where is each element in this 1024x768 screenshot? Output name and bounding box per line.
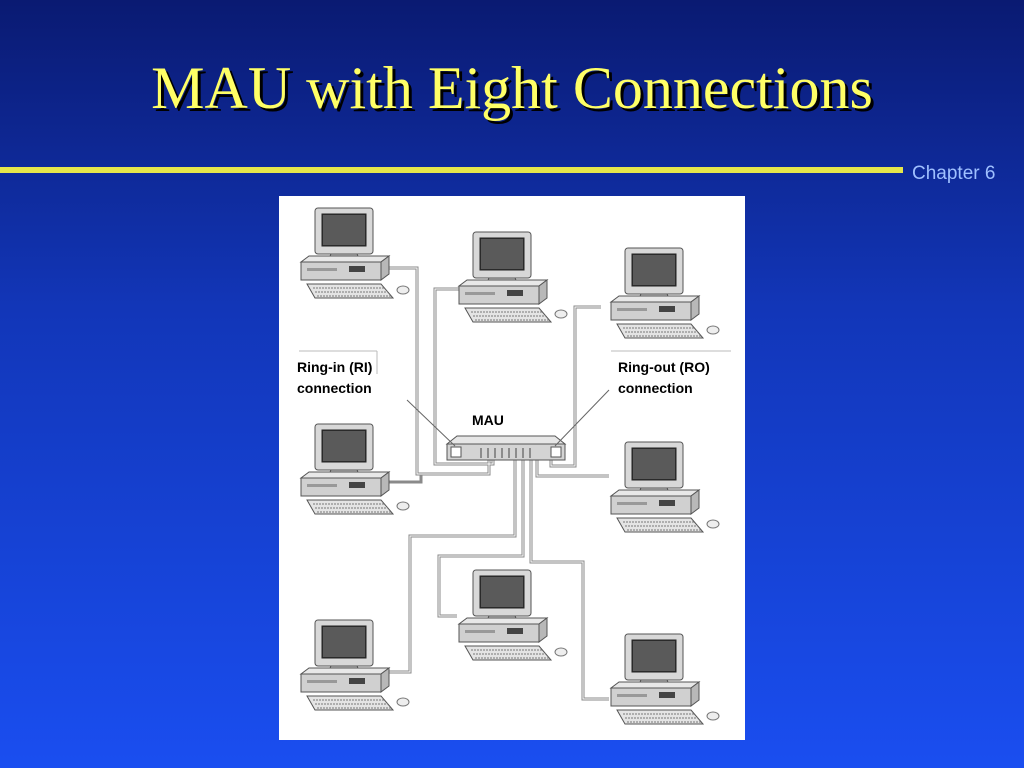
computer-icon: [610, 441, 720, 533]
computer-icon: [610, 247, 720, 339]
computer-icon: [300, 207, 410, 299]
ring-in-label-line1: Ring-in (RI): [297, 359, 372, 375]
computer-icon: [300, 423, 410, 515]
ring-in-label-line2: connection: [297, 380, 372, 396]
ring-out-label-line1: Ring-out (RO): [618, 359, 710, 375]
title-divider: [0, 167, 903, 173]
network-diagram: Ring-in (RI) connection Ring-out (RO) co…: [297, 207, 731, 725]
network-diagram-panel: Ring-in (RI) connection Ring-out (RO) co…: [279, 196, 745, 740]
mau-hub: [445, 435, 567, 461]
ring-out-label-line2: connection: [618, 380, 693, 396]
mau-label: MAU: [472, 412, 504, 428]
computer-icon: [458, 231, 568, 323]
computer-icon: [610, 633, 720, 725]
ring-out-pointer: [554, 389, 610, 447]
chapter-label: Chapter 6: [912, 163, 996, 184]
ring-in-pointer: [406, 399, 456, 447]
computer-icon: [300, 619, 410, 711]
slide-title: MAU with Eight Connections: [151, 55, 873, 121]
computer-icon: [458, 569, 568, 661]
